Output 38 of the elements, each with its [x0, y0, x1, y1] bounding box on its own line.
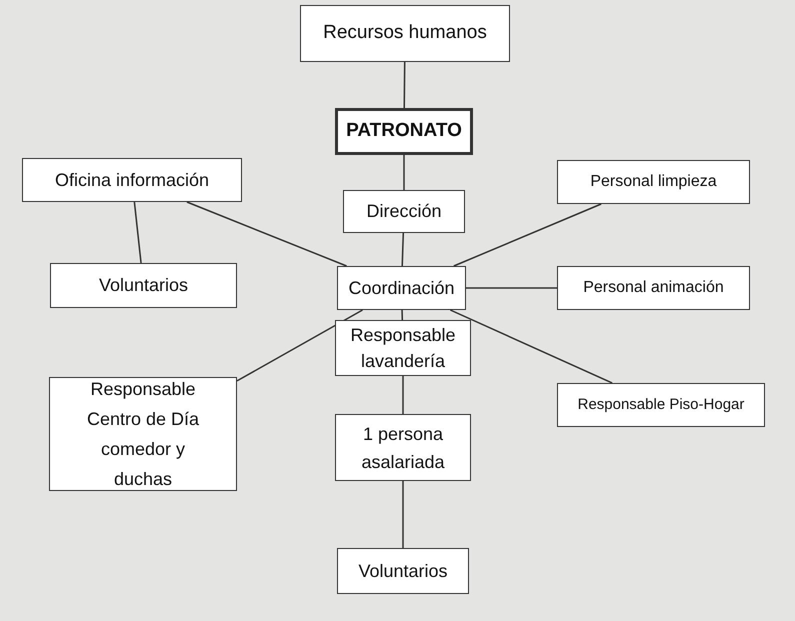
box-label: Responsable Piso-Hogar	[578, 394, 744, 415]
connector-line	[186, 201, 347, 267]
connector-line	[134, 202, 142, 264]
box-label: Responsable Centro de Día comedor y duchas	[86, 378, 200, 491]
connector-line	[466, 287, 557, 289]
connector-line	[454, 203, 602, 267]
org-box	[343, 190, 465, 233]
org-box	[335, 414, 471, 481]
org-box	[300, 5, 510, 62]
connector-line	[404, 62, 406, 108]
connector-line	[450, 309, 613, 384]
org-box	[50, 263, 237, 308]
box-label: Coordinación	[348, 276, 455, 300]
org-box	[557, 160, 750, 204]
box-label: Personal animación	[583, 278, 724, 298]
connector-line	[402, 481, 404, 548]
box-label: Personal limpieza	[590, 172, 717, 192]
org-box	[337, 548, 469, 594]
connector-line	[401, 310, 404, 320]
org-box	[557, 383, 765, 427]
org-box	[337, 266, 466, 310]
box-label: Oficina información	[54, 168, 210, 192]
box-label: Recursos humanos	[323, 21, 487, 46]
box-label: Dirección	[366, 200, 442, 223]
box-label: PATRONATO	[346, 119, 462, 144]
connector-line	[236, 309, 363, 382]
box-label: 1 persona asalariada	[360, 422, 446, 474]
org-box	[557, 266, 750, 310]
connector-line	[403, 155, 405, 190]
org-box	[335, 108, 473, 155]
box-label: Voluntarios	[358, 560, 448, 582]
org-box	[22, 158, 242, 202]
box-label: Responsable lavandería	[349, 324, 457, 373]
org-box	[49, 377, 237, 491]
org-box	[335, 320, 471, 376]
connector-line	[402, 376, 404, 414]
box-label: Voluntarios	[98, 274, 188, 297]
connector-line	[401, 232, 404, 266]
